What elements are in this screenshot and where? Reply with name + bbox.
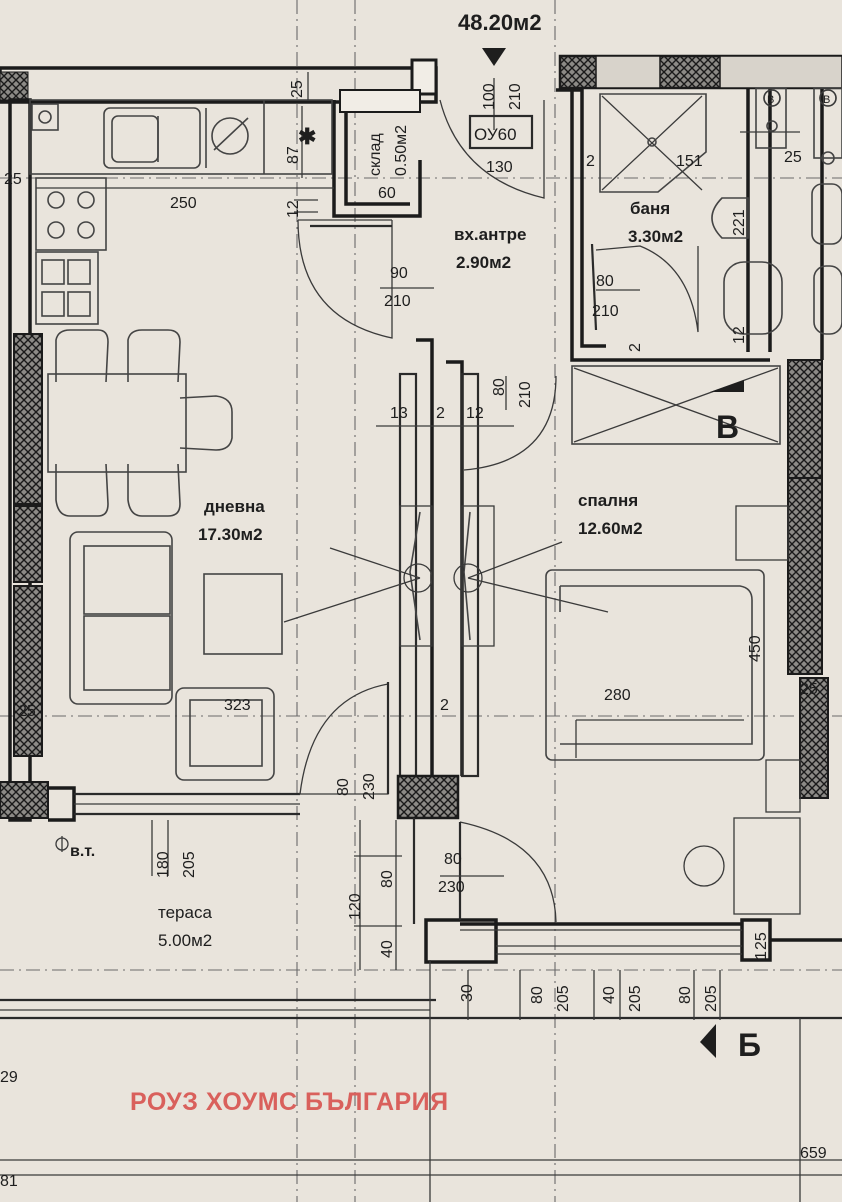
room-terrace-name: тераса xyxy=(158,903,212,922)
svg-text:30: 30 xyxy=(459,984,476,1002)
room-bedroom-area: 12.60м2 xyxy=(578,519,643,538)
total-area: 48.20м2 xyxy=(458,10,542,35)
svg-text:40: 40 xyxy=(601,986,618,1004)
svg-text:151: 151 xyxy=(676,153,703,170)
svg-text:205: 205 xyxy=(555,985,572,1012)
svg-text:25: 25 xyxy=(4,171,22,188)
bathroom-fixtures xyxy=(599,87,842,335)
svg-text:12: 12 xyxy=(466,405,484,422)
svg-text:100: 100 xyxy=(481,83,498,110)
svg-text:B: B xyxy=(823,94,830,106)
svg-text:13: 13 xyxy=(390,405,408,422)
svg-text:130: 130 xyxy=(486,159,513,176)
svg-text:29: 29 xyxy=(0,1069,18,1086)
room-bathroom-area: 3.30м2 xyxy=(628,227,683,246)
asterisk-mark: ✱ xyxy=(298,124,316,149)
svg-text:25: 25 xyxy=(18,703,36,720)
dimension-labels: 25 100 210 130 87 25 250 12 60 90 210 15… xyxy=(0,80,827,1190)
svg-text:40: 40 xyxy=(379,940,396,958)
svg-text:210: 210 xyxy=(517,381,534,408)
room-living-name: дневна xyxy=(204,497,265,516)
svg-text:659: 659 xyxy=(800,1145,827,1162)
section-mark-b-bottom: Б xyxy=(738,1027,761,1063)
svg-text:80: 80 xyxy=(444,851,462,868)
svg-text:B: B xyxy=(767,94,774,106)
svg-text:250: 250 xyxy=(170,195,197,212)
svg-text:60: 60 xyxy=(378,185,396,202)
svg-text:2: 2 xyxy=(440,697,449,714)
svg-text:25: 25 xyxy=(753,932,770,950)
svg-text:2: 2 xyxy=(586,153,595,170)
svg-text:2: 2 xyxy=(627,343,644,352)
svg-text:230: 230 xyxy=(438,879,465,896)
svg-text:12: 12 xyxy=(731,326,748,344)
svg-text:205: 205 xyxy=(703,985,720,1012)
svg-text:в.т.: в.т. xyxy=(70,843,95,860)
svg-text:205: 205 xyxy=(627,985,644,1012)
svg-text:1: 1 xyxy=(753,951,770,960)
svg-text:25: 25 xyxy=(289,80,306,98)
svg-text:280: 280 xyxy=(604,687,631,704)
bed xyxy=(545,569,765,761)
entry-arrow-icon xyxy=(482,48,506,66)
entry-door-tag xyxy=(468,114,534,150)
dimension-lines xyxy=(36,72,800,1020)
svg-text:205: 205 xyxy=(181,851,198,878)
svg-text:450: 450 xyxy=(747,635,764,662)
svg-text:230: 230 xyxy=(361,773,378,800)
company-watermark: РОУЗ ХОУМС БЪЛГАРИЯ xyxy=(130,1088,449,1116)
water-tap-icon xyxy=(55,836,69,852)
svg-text:210: 210 xyxy=(507,83,524,110)
walls xyxy=(0,54,842,1202)
bedroom-window xyxy=(460,929,742,955)
section-mark-b: B xyxy=(716,409,739,445)
living-furniture xyxy=(69,531,283,781)
entry-door-code: ОУ60 xyxy=(474,125,517,144)
room-living-area: 17.30м2 xyxy=(198,525,263,544)
room-storage-area: 0.50м2 xyxy=(393,125,410,176)
outlet-b-icons: B B xyxy=(763,89,837,107)
svg-text:323: 323 xyxy=(224,697,251,714)
svg-text:80: 80 xyxy=(677,986,694,1004)
svg-text:80: 80 xyxy=(379,870,396,888)
room-terrace-area: 5.00м2 xyxy=(158,931,212,950)
svg-text:2: 2 xyxy=(436,405,445,422)
svg-text:210: 210 xyxy=(592,303,619,320)
svg-text:80: 80 xyxy=(529,986,546,1004)
svg-text:80: 80 xyxy=(335,778,352,796)
svg-text:80: 80 xyxy=(596,273,614,290)
svg-text:81: 81 xyxy=(0,1173,18,1190)
section-arrow-b-icon xyxy=(710,380,744,392)
svg-text:12: 12 xyxy=(285,200,302,218)
door-swings xyxy=(297,99,699,923)
dining-set xyxy=(47,329,233,517)
svg-text:221: 221 xyxy=(731,209,748,236)
svg-text:90: 90 xyxy=(390,265,408,282)
room-storage-name: склад xyxy=(367,133,384,176)
room-entrance-name: вх.антре xyxy=(454,225,527,244)
svg-text:80: 80 xyxy=(491,378,508,396)
room-entrance-area: 2.90м2 xyxy=(456,253,511,272)
svg-text:180: 180 xyxy=(155,851,172,878)
svg-text:25: 25 xyxy=(784,149,802,166)
svg-text:25: 25 xyxy=(800,681,818,698)
svg-text:87: 87 xyxy=(285,146,302,164)
svg-text:120: 120 xyxy=(347,893,364,920)
room-bedroom-name: спалня xyxy=(578,491,638,510)
room-bathroom-name: баня xyxy=(630,199,670,218)
section-arrow-b-bottom-icon xyxy=(700,1024,716,1058)
svg-text:210: 210 xyxy=(384,293,411,310)
wardrobe-panels xyxy=(283,365,801,915)
kitchen-counter xyxy=(29,99,333,325)
